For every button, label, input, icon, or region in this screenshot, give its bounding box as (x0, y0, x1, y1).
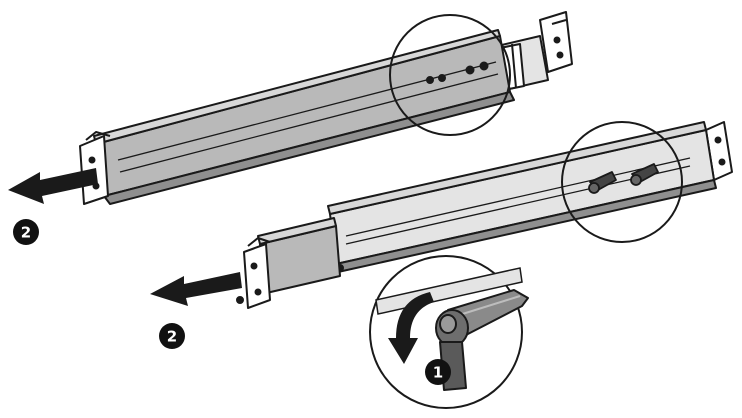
wing-screw-icon (588, 163, 659, 194)
callout-step-2-lower: 2 (159, 323, 185, 349)
rotate-ccw-arrow-icon (388, 292, 434, 364)
arrow-left-icon (8, 168, 98, 204)
lower-detail-circle (561, 121, 683, 243)
callout-step-1-detail: 1 (425, 359, 451, 385)
callout-label: 1 (433, 364, 443, 382)
upper-rail (79, 11, 573, 205)
callout-step-2-upper: 2 (13, 219, 39, 245)
callout-label: 2 (21, 224, 31, 242)
callout-label: 2 (167, 328, 177, 346)
arrow-left-icon (150, 272, 242, 306)
upper-detail-circle (389, 14, 511, 136)
zoom-detail: 1 (369, 255, 529, 409)
lower-rail (236, 121, 733, 309)
